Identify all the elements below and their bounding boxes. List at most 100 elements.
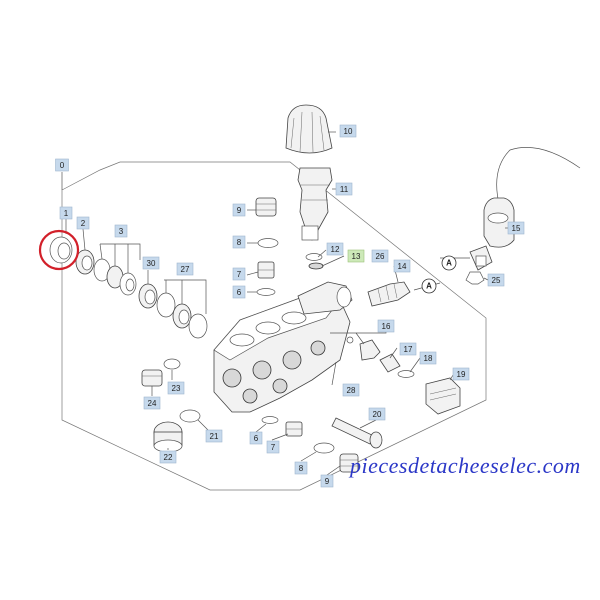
part-16-pin [346, 336, 381, 361]
callout-number: 20 [373, 410, 382, 419]
callout-25: 25 [487, 273, 505, 287]
callout-number: 6 [237, 288, 242, 297]
callout-16: 16 [377, 319, 395, 333]
callout-9: 9 [320, 474, 334, 488]
callout-7: 7 [266, 440, 280, 454]
callout-20: 20 [368, 407, 386, 421]
callout-28: 28 [342, 383, 360, 397]
part-14-connector [367, 281, 411, 307]
callout-number: 12 [331, 245, 340, 254]
svg-text:A: A [426, 282, 432, 291]
callout-number: 7 [237, 270, 242, 279]
callout-number: 28 [347, 386, 356, 395]
callout-number: 26 [376, 252, 385, 261]
part-6-oring-lower [261, 416, 279, 424]
callout-26: 26 [371, 249, 389, 263]
callout-15: 15 [507, 221, 525, 235]
callout-number: 22 [164, 453, 173, 462]
connection-marker-a-switch: A [441, 255, 457, 271]
callout-number: 27 [181, 265, 190, 274]
callout-3: 3 [114, 224, 128, 238]
part-23-oring [163, 358, 181, 370]
callout-number: 21 [210, 432, 219, 441]
part-19-nipple [425, 377, 461, 415]
assembly-frame [61, 161, 487, 491]
callout-24: 24 [143, 396, 161, 410]
callout-21: 21 [205, 429, 223, 443]
callout-30: 30 [142, 256, 160, 270]
callout-17: 17 [399, 342, 417, 356]
callout-number: 18 [424, 354, 433, 363]
part-9-plug-lower [339, 453, 359, 473]
part-10-knob-cap [285, 104, 333, 154]
watermark-text: piecesdetacheeselec.com [348, 453, 581, 478]
callout-number: 30 [147, 259, 156, 268]
part-11-valve [297, 167, 333, 241]
part-9-plug [255, 197, 277, 217]
callout-number: 9 [237, 206, 242, 215]
callout-13: 13 [347, 249, 365, 263]
callout-number: 10 [344, 127, 353, 136]
leader-lines [61, 131, 514, 476]
callout-27: 27 [176, 262, 194, 276]
callout-number: 3 [119, 227, 124, 236]
callout-number: 17 [404, 345, 413, 354]
part-15-pressure-switch [469, 147, 581, 271]
callout-19: 19 [452, 367, 470, 381]
callout-number: 1 [64, 209, 69, 218]
callout-2: 2 [76, 216, 90, 230]
callout-8: 8 [294, 461, 308, 475]
callout-7: 7 [232, 267, 246, 281]
callout-number: 6 [254, 434, 259, 443]
callout-22: 22 [159, 450, 177, 464]
callout-number: 2 [81, 219, 86, 228]
part-8-oring-lower [313, 442, 335, 454]
part-8-oring [257, 238, 279, 248]
part-20-bolt [331, 417, 383, 449]
callout-10: 10 [339, 124, 357, 138]
callout-11: 11 [335, 182, 353, 196]
callout-number: 8 [237, 238, 242, 247]
callout-18: 18 [419, 351, 437, 365]
part-6-oring [256, 288, 276, 296]
callout-1: 1 [59, 206, 73, 220]
connection-marker-a-inlet: A [421, 278, 437, 294]
part-27-seal-set [156, 292, 208, 339]
callout-8: 8 [232, 235, 246, 249]
part-12-oring [305, 253, 323, 261]
callout-number: 9 [325, 477, 330, 486]
part-7-valve [257, 261, 275, 279]
callout-6: 6 [232, 285, 246, 299]
callout-number: 24 [148, 399, 157, 408]
callout-12: 12 [326, 242, 344, 256]
callout-0: 0 [55, 158, 69, 172]
part-13-seal [308, 262, 324, 270]
part-24-plug [141, 369, 163, 387]
callout-number: 8 [299, 464, 304, 473]
part-7-valve-lower [285, 421, 303, 437]
callout-9: 9 [232, 203, 246, 217]
callout-14: 14 [393, 259, 411, 273]
callout-number: 11 [340, 185, 349, 194]
callout-number: 13 [352, 252, 361, 261]
callout-number: 25 [492, 276, 501, 285]
part-21-oring [179, 409, 201, 423]
callout-number: 14 [398, 262, 407, 271]
callout-number: 0 [60, 161, 65, 170]
svg-text:A: A [446, 259, 452, 268]
callout-number: 15 [512, 224, 521, 233]
callout-number: 16 [382, 322, 391, 331]
callout-23: 23 [167, 381, 185, 395]
part-18-oring [397, 370, 415, 378]
part-17-fitting [379, 353, 401, 373]
callout-6: 6 [249, 431, 263, 445]
pump-head-block [213, 281, 353, 413]
callout-number: 7 [271, 443, 276, 452]
callout-number: 23 [172, 384, 181, 393]
highlight-circle [38, 229, 80, 271]
part-22-plug [153, 421, 183, 453]
part-25-clip [465, 271, 485, 285]
callout-number: 19 [457, 370, 466, 379]
